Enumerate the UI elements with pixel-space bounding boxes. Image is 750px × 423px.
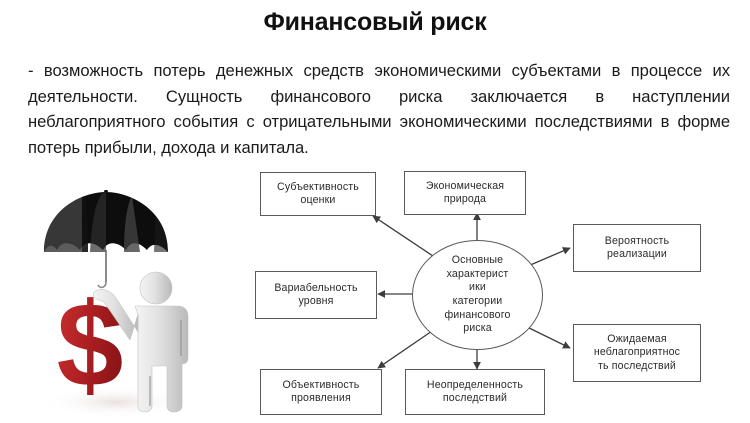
illustration-svg: $ bbox=[42, 188, 190, 418]
page-title: Финансовый риск bbox=[263, 8, 487, 36]
illustration-umbrella-dollar: $ bbox=[38, 188, 238, 418]
edge-to-objectivity bbox=[377, 328, 436, 369]
umbrella-icon bbox=[44, 188, 168, 289]
person-figure-icon bbox=[92, 271, 189, 413]
edge-to-subjectivity bbox=[372, 215, 437, 259]
edge-to-expected bbox=[524, 325, 571, 349]
diagram-connectors bbox=[372, 212, 571, 370]
definition-paragraph: - возможность потерь денежных средств эк… bbox=[28, 61, 730, 157]
edge-to-probability bbox=[527, 247, 571, 267]
ground-shadow bbox=[42, 386, 190, 418]
